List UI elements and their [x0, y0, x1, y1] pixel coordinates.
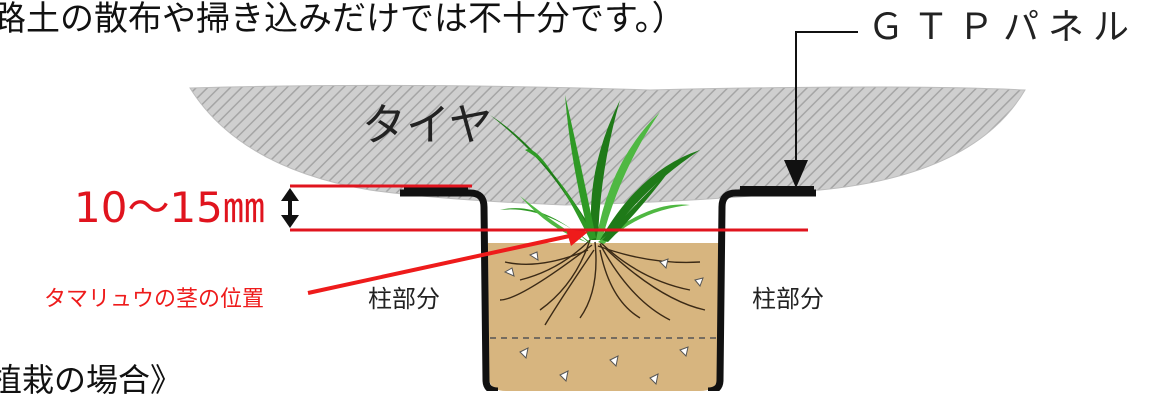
left-flange-top	[404, 186, 468, 191]
stem-position-label: タマリュウの茎の位置	[44, 287, 265, 312]
panel-pointer-arrowhead	[784, 160, 808, 188]
gtp-panel-cell	[400, 189, 816, 391]
bottom-caption: 植栽の場合》	[0, 361, 183, 399]
pillar-left-label: 柱部分	[368, 285, 440, 313]
stem-pointer-line	[307, 233, 575, 295]
pillar-right-label: 柱部分	[752, 285, 824, 313]
planting-diagram	[189, 31, 1026, 391]
measure-arrows	[281, 188, 299, 228]
pebbles	[503, 251, 704, 386]
gtp-panel-label: ＧＴＰパネル	[868, 7, 1139, 48]
roots	[499, 239, 706, 326]
panel-pointer-line	[795, 31, 858, 166]
top-caption: 路土の散布や掃き込みだけでは不十分です。）	[0, 0, 686, 39]
tire-label: タイヤ	[362, 100, 493, 151]
soil-fill	[488, 243, 720, 391]
measurement-label: 10～15㎜	[74, 183, 265, 232]
stem-pointer-arrowhead	[566, 229, 588, 246]
right-flange-top	[740, 186, 814, 191]
